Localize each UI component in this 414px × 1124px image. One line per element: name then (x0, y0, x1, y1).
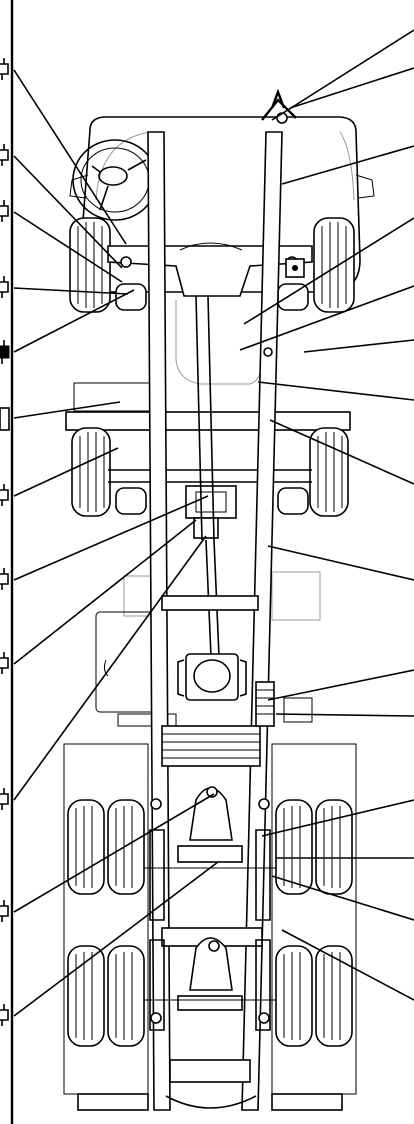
rear-right-wheels-rear (275, 945, 353, 1047)
grease-gun-icon (0, 58, 9, 80)
chassis-right-rail (241, 131, 283, 1111)
grease-gun-icon (0, 200, 9, 222)
grease-gun-icon (0, 788, 9, 810)
battery-box (255, 681, 275, 727)
cross-members (161, 595, 263, 1083)
front-left-wheel (69, 217, 111, 313)
mid-left-wheel (71, 427, 111, 517)
gearbox (185, 485, 237, 539)
grease-gun-icon (0, 568, 9, 590)
grease-gun-icon (0, 900, 9, 922)
center-differential (177, 653, 247, 701)
rear-differentials (144, 787, 276, 1031)
grease-gun-icon (0, 484, 9, 506)
grease-gun-icon (0, 276, 9, 298)
chassis-left-rail (147, 131, 171, 1111)
inspection-square (285, 258, 305, 278)
grease-gun-icon (0, 144, 9, 166)
left-callouts (13, 69, 219, 1017)
front-right-wheel (313, 217, 355, 313)
rear-left-wheels-front (67, 799, 145, 895)
rear-right-wheels-front (275, 799, 353, 895)
grease-gun-filled-icon (0, 340, 10, 364)
grease-gun-icon (0, 1004, 9, 1026)
grease-points (120, 256, 298, 1024)
cab-rear-crossmember (65, 382, 351, 431)
engine-outline (159, 300, 273, 420)
right-callouts (239, 29, 414, 1001)
mid-right-wheel (309, 427, 349, 517)
grease-gun-icon (0, 652, 9, 674)
rear-bumper (77, 1093, 343, 1111)
mid-axle (108, 469, 312, 515)
rear-left-wheels-rear (67, 945, 145, 1047)
oil-bottle-icon (0, 407, 10, 431)
